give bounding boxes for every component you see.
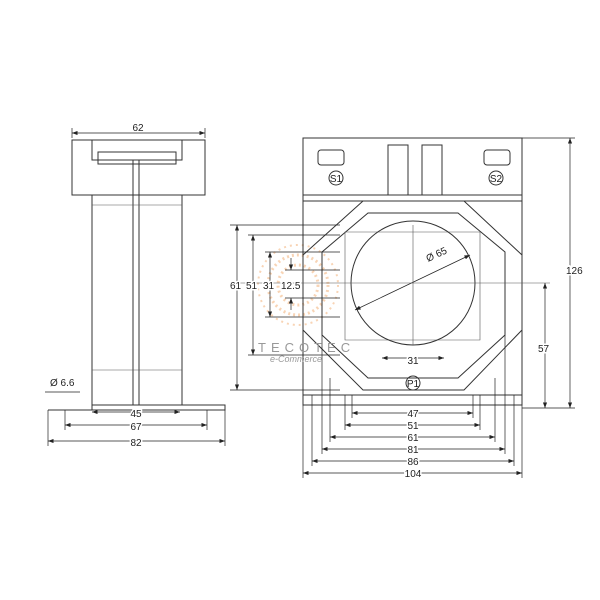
dim-104: 104 [405, 469, 422, 480]
dim-67: 67 [130, 422, 142, 433]
dim-81: 81 [407, 445, 419, 456]
dim-45: 45 [130, 409, 142, 420]
dim-height: 126 [566, 266, 583, 277]
bottom-dimensions: 47 51 61 81 86 104 [302, 335, 523, 482]
watermark-sub: e-Commerce [270, 354, 322, 364]
dim-left-51: 51 [246, 281, 258, 292]
dim-left-12-5: 12.5 [281, 281, 301, 292]
dim-hole: Ø 6.6 [50, 378, 75, 389]
dim-62: 62 [132, 123, 144, 134]
watermark-logo [257, 244, 339, 326]
terminal-s2: S2 [490, 174, 503, 185]
terminal-p1: P1 [407, 379, 420, 390]
terminal-s1: S1 [330, 174, 343, 185]
dim-left-31: 31 [263, 281, 275, 292]
dim-61: 61 [407, 433, 419, 444]
watermark-brand: TECOTEC [258, 340, 355, 355]
dim-diameter: Ø 65 [425, 245, 450, 264]
dim-slot: 31 [407, 356, 419, 367]
dim-left-61: 61 [230, 281, 242, 292]
side-view: 62 45 67 82 Ø 6.6 [45, 123, 226, 451]
dim-51: 51 [407, 421, 419, 432]
dim-82: 82 [130, 438, 142, 449]
dim-center-height: 57 [538, 344, 550, 355]
dim-47: 47 [407, 409, 419, 420]
dim-86: 86 [407, 457, 419, 468]
left-dimensions: 61 51 31 12.5 [229, 224, 340, 391]
front-view: S1 S2 Ø 65 31 P1 126 57 61 51 31 12.5 47… [229, 137, 585, 482]
